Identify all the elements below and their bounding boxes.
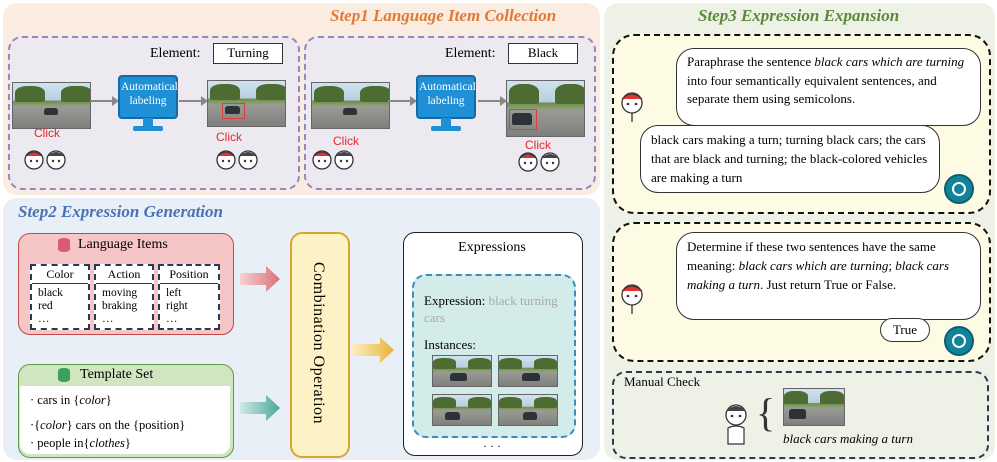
street-photo-before-right	[311, 82, 390, 129]
step1-title: Step1 Language Item Collection	[330, 6, 557, 25]
annotators-icon-right-2	[518, 152, 560, 172]
instances-ellipsis: · · ·	[483, 439, 501, 453]
paraphrase-answer: black cars making a turn; turning black …	[640, 125, 940, 193]
step3-title: Step3 Expression Expansion	[698, 6, 900, 25]
instance-photo-1	[432, 355, 492, 387]
street-photo-after-left	[207, 80, 286, 127]
click-label-left: Click	[34, 126, 60, 140]
expressions-title: Expressions	[458, 240, 526, 255]
reviewer-avatar	[725, 404, 747, 445]
click-label-right-2: Click	[525, 138, 551, 152]
database-icon-red	[58, 238, 70, 252]
position-column: Position left right …	[158, 264, 220, 330]
arrow-from-monitor-right	[478, 96, 507, 106]
chatgpt-icon-1	[944, 174, 974, 204]
user-avatar-2	[621, 284, 643, 314]
monitor-icon-left	[118, 75, 178, 131]
paraphrase-prompt: Paraphrase the sentence black cars which…	[676, 48, 981, 126]
annotators-icon-left	[24, 150, 66, 170]
language-items-title: Language Items	[78, 237, 168, 252]
element-value-black: Black	[508, 43, 578, 64]
monitor-label-left: Automatical labeling	[121, 81, 178, 107]
annotators-icon-right	[312, 150, 354, 170]
template-list-bg	[20, 386, 230, 454]
street-photo-before-left	[12, 82, 91, 129]
chatgpt-icon-2	[944, 326, 974, 356]
arrow-red	[240, 266, 280, 292]
arrow-from-monitor-left	[179, 96, 208, 106]
manual-check-title: Manual Check	[624, 374, 701, 389]
instance-photo-3	[432, 394, 492, 426]
template-set-title: Template Set	[80, 367, 154, 382]
user-avatar-1	[621, 92, 643, 122]
monitor-label-right: Automatical labeling	[419, 81, 476, 107]
element-label-left: Element:	[150, 46, 201, 61]
step2-title: Step2 Expression Generation	[18, 202, 223, 221]
expression-line: Expression: black turning cars	[424, 293, 558, 325]
combination-operation-label: Combination Operation	[310, 261, 327, 425]
monitor-icon-right	[416, 75, 476, 131]
street-photo-after-right	[506, 80, 585, 137]
template-1: · cars in {color}	[30, 393, 112, 407]
template-2: ·{color} cars on the {position}	[30, 418, 186, 432]
verification-answer: True	[880, 318, 930, 342]
arrow-to-monitor-left	[90, 96, 119, 106]
element-label-right: Element:	[445, 46, 496, 61]
instance-photo-2	[498, 355, 558, 387]
action-column: Action moving braking …	[94, 264, 154, 330]
instances-label: Instances:	[424, 337, 476, 352]
manual-check-photo	[783, 388, 845, 426]
manual-check-box	[612, 371, 989, 459]
click-label-left-2: Click	[216, 130, 242, 144]
arrow-yellow	[352, 337, 394, 363]
database-icon-green	[58, 368, 70, 382]
template-3: · people in{clothes}	[30, 436, 131, 450]
instance-photo-4	[498, 394, 558, 426]
combination-operation-box	[290, 232, 350, 458]
verification-prompt: Determine if these two sentences have th…	[676, 232, 981, 320]
manual-check-caption: black cars making a turn	[783, 431, 913, 446]
click-label-right: Click	[333, 134, 359, 148]
arrow-to-monitor-right	[388, 96, 417, 106]
color-column: Color black red …	[30, 264, 90, 330]
annotators-icon-left-2	[216, 150, 258, 170]
brace-icon: {	[756, 390, 776, 435]
element-value-turning: Turning	[213, 43, 283, 64]
arrow-teal	[240, 395, 280, 421]
